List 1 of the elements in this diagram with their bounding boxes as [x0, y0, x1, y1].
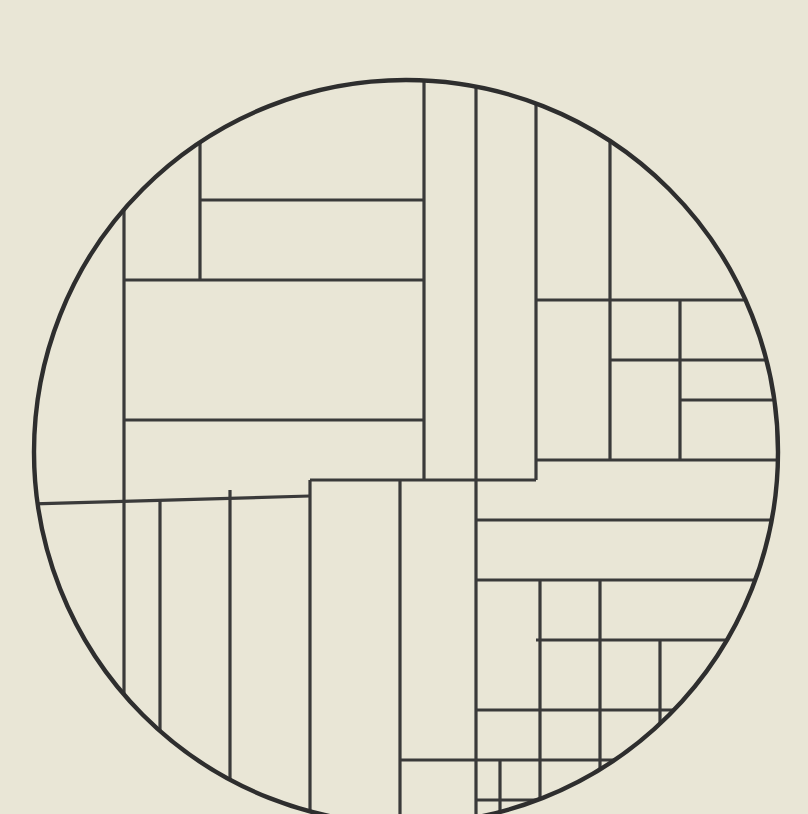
partitioned-circle-drawing [31, 77, 781, 814]
